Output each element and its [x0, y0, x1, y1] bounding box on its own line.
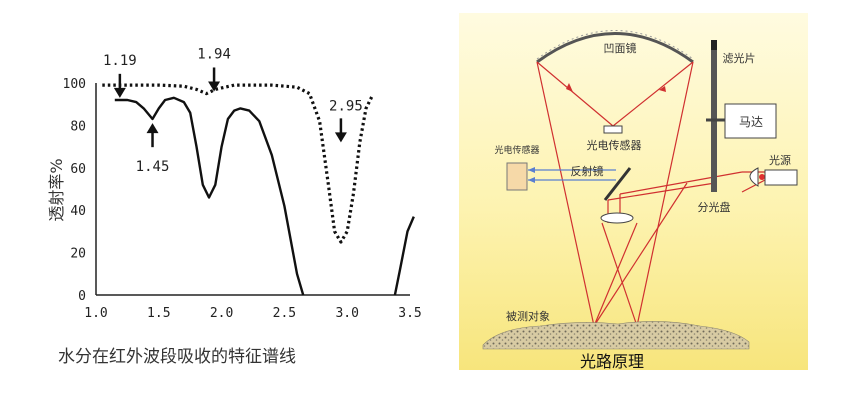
light-source-bulb — [759, 174, 765, 180]
arrowhead — [659, 86, 666, 92]
ray — [607, 182, 716, 201]
y-tick-label: 40 — [70, 204, 86, 219]
y-tick-label: 20 — [70, 247, 86, 262]
annotation-arrowhead — [334, 132, 347, 143]
x-tick-label: 3.0 — [335, 306, 358, 321]
blue-arrowhead — [528, 167, 535, 183]
y-tick-label: 60 — [70, 162, 86, 177]
ray — [619, 171, 743, 195]
dotted-series-line — [102, 83, 374, 244]
solid-series-line — [393, 216, 415, 296]
light-rays-red — [536, 61, 766, 327]
y-tick-labels: 0 20 40 60 80 100 — [63, 77, 86, 304]
photo-sensor-top-label: 光电传感器 — [587, 138, 642, 152]
focusing-lens — [600, 212, 634, 224]
arrowhead — [566, 83, 573, 92]
concave-mirror-label: 凹面镜 — [604, 41, 637, 55]
annotation-label: 1.19 — [103, 53, 137, 69]
light-source-label: 光源 — [769, 153, 791, 167]
splitter-disk-label: 分光盘 — [698, 200, 731, 214]
ray — [536, 61, 614, 127]
light-source-reflector — [749, 167, 759, 187]
reflector-mirror — [603, 167, 632, 201]
x-tick-label: 1.0 — [84, 306, 107, 321]
ray-arrowheads — [566, 83, 666, 92]
y-tick-label: 80 — [70, 119, 86, 134]
y-axis-label: 透射率% — [47, 158, 66, 221]
ray — [593, 182, 688, 327]
motor-label: 马达 — [739, 115, 763, 129]
light-source-housing — [764, 169, 798, 186]
measured-object-ground — [482, 321, 750, 350]
solid-series-line — [114, 96, 305, 296]
reflector-label: 反射镜 — [571, 164, 604, 178]
photo-sensor-left — [506, 162, 528, 191]
annotation-arrowhead — [146, 123, 159, 134]
y-tick-label: 0 — [78, 289, 86, 304]
ray — [593, 222, 638, 327]
ray — [612, 61, 694, 127]
ray — [636, 61, 694, 327]
annotation-label: 2.95 — [329, 98, 363, 114]
ray — [741, 179, 766, 193]
concave-mirror-shape — [536, 32, 694, 64]
x-tick-label: 3.5 — [398, 306, 421, 321]
optics-caption: 光路原理 — [580, 352, 644, 371]
ray — [536, 61, 595, 327]
optical-path-diagram: 凹面镜 光电传感器 — [459, 13, 808, 371]
splitter-rod — [711, 40, 717, 192]
annotation-label: 1.94 — [197, 46, 231, 62]
y-tick-label: 100 — [63, 77, 86, 92]
filter-element — [711, 40, 717, 50]
absorption-spectrum-chart: 1.0 1.5 2.0 2.5 3.0 3.5 0 20 40 60 80 100 1.19 1.94… — [47, 46, 422, 321]
x-tick-labels: 1.0 1.5 2.0 2.5 3.0 3.5 — [84, 306, 421, 321]
x-tick-label: 2.5 — [273, 306, 296, 321]
concave-mirror-hatch — [536, 30, 694, 60]
annotation-arrowhead — [113, 87, 126, 98]
spectrum-caption: 水分在红外波段吸收的特征谱线 — [58, 347, 296, 367]
x-tick-label: 1.5 — [147, 306, 170, 321]
annotation-label: 1.45 — [136, 159, 170, 175]
spectrum-series — [102, 83, 415, 296]
light-rays-blue — [528, 169, 616, 181]
photo-sensor-top — [603, 125, 623, 134]
photo-sensor-left-label: 光电传感器 — [494, 144, 539, 156]
peak-annotations: 1.19 1.94 1.45 2.95 — [103, 46, 363, 175]
filter-label: 滤光片 — [723, 51, 756, 65]
annotation-arrowhead — [208, 81, 221, 92]
measured-object-label: 被测对象 — [506, 309, 550, 323]
x-tick-label: 2.0 — [210, 306, 233, 321]
motor-box — [724, 103, 777, 139]
ray — [601, 222, 638, 327]
